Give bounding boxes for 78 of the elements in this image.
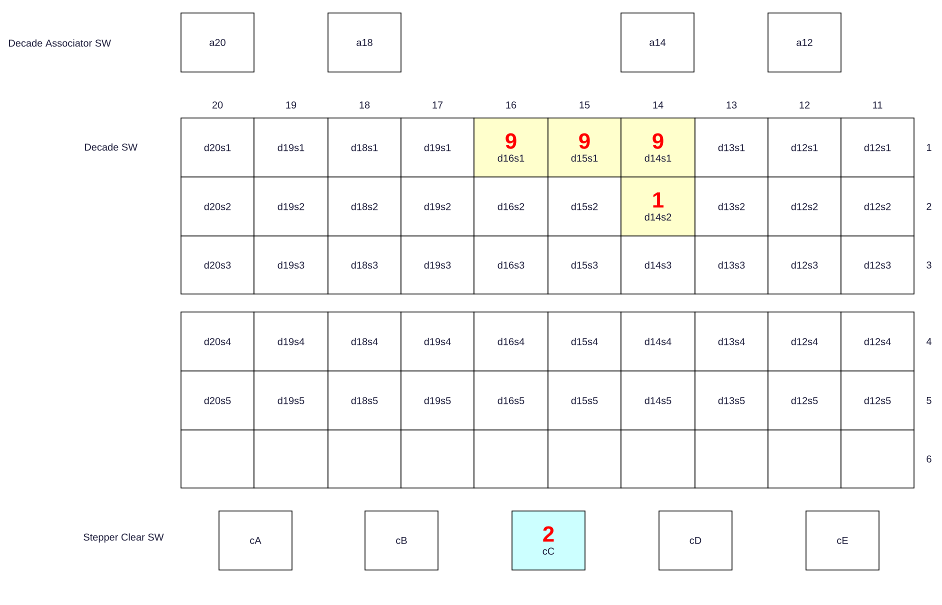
switch-cell: d19s2 [400, 176, 474, 236]
switch-cell: d20s5 [180, 370, 254, 430]
switch-box: a20 [180, 12, 254, 72]
switch-cell: d16s5 [474, 370, 548, 430]
row-number: 5 [926, 397, 932, 404]
switch-cell: d12s2 [840, 176, 914, 236]
switch-cell: d14s4 [620, 312, 696, 372]
column-number: 18 [360, 101, 370, 109]
switch-cell: d16s2 [474, 176, 548, 236]
switch-cell: 9 d16s1 [474, 118, 548, 178]
switch-cell: d12s3 [840, 236, 914, 294]
switch-cell: d19s3 [400, 236, 474, 294]
switch-cell: d13s2 [694, 176, 768, 236]
switch-cell: d15s2 [548, 176, 622, 236]
group-label: Decade Associator SW [9, 39, 111, 47]
column-number: 16 [506, 101, 516, 109]
switch-cell: d19s2 [254, 176, 328, 236]
switch-cell: d12s4 [768, 312, 842, 372]
switch-cell: d15s5 [548, 370, 622, 430]
switch-box: a18 [328, 12, 402, 72]
switch-cell: d15s3 [548, 236, 622, 294]
row-number: 6 [926, 455, 932, 463]
switch-cell: d20s3 [180, 236, 254, 294]
switch-cell: d12s2 [768, 176, 842, 236]
switch-cell: d12s5 [768, 370, 842, 430]
switch-box: 2 cC [512, 510, 586, 570]
switch-cell: d20s4 [180, 312, 254, 372]
column-number: 14 [653, 102, 664, 108]
row-number: 2 [926, 203, 932, 210]
switch-cell: d12s1 [840, 118, 914, 178]
group-label: Stepper Clear SW [84, 533, 164, 543]
column-number: 13 [726, 101, 737, 109]
switch-box: cB [364, 510, 438, 570]
column-number: 12 [800, 102, 810, 108]
column-number: 15 [580, 102, 590, 108]
switch-cell: d19s5 [400, 370, 474, 430]
switch-cell: d16s3 [474, 236, 548, 294]
switch-cell: 1 d14s2 [620, 176, 696, 236]
row-number: 4 [926, 338, 932, 345]
switch-cell: d18s4 [328, 312, 402, 372]
group-label: Decade SW [85, 143, 138, 151]
row-number: 1 [926, 144, 932, 151]
switch-box: cD [658, 510, 732, 570]
switch-cell: d18s2 [328, 176, 402, 236]
switch-cell: d13s5 [694, 370, 768, 430]
switch-cell: d16s4 [474, 312, 548, 372]
switch-cell: d14s5 [620, 370, 696, 430]
switch-cell: d13s4 [694, 312, 768, 372]
switch-cell: 9 d14s1 [620, 118, 696, 178]
switch-cell: d12s5 [840, 370, 914, 430]
switch-cell: d19s1 [400, 118, 474, 178]
switch-cell: d14s3 [620, 236, 696, 294]
switch-cell: d18s5 [328, 370, 402, 430]
switch-cell: d19s4 [400, 312, 474, 372]
switch-cell: d12s3 [768, 236, 842, 294]
switch-cell: d19s4 [254, 312, 328, 372]
switch-cell: d19s1 [254, 118, 328, 178]
switch-box: cE [806, 510, 880, 570]
switch-cell: d19s3 [254, 236, 328, 294]
switch-box: a14 [620, 12, 694, 72]
switch-cell: d15s4 [548, 312, 622, 372]
switch-cell: d18s1 [328, 118, 402, 178]
switch-cell: d19s5 [254, 370, 328, 430]
column-number: 17 [432, 102, 443, 108]
switch-cell: d20s2 [180, 176, 254, 236]
row-number: 3 [926, 261, 932, 269]
column-number: 11 [873, 102, 882, 108]
switch-cell: d13s1 [694, 118, 768, 178]
column-number: 20 [212, 101, 223, 109]
switch-cell: d12s4 [840, 312, 914, 372]
switch-box: cA [218, 510, 292, 570]
switch-cell: d18s3 [328, 236, 402, 294]
switch-box: a12 [768, 12, 842, 72]
switch-cell: d12s1 [768, 118, 842, 178]
switch-cell: d20s1 [180, 118, 254, 178]
column-number: 19 [286, 101, 296, 109]
switch-cell: d13s3 [694, 236, 768, 294]
switch-cell: 9 d15s1 [548, 118, 622, 178]
